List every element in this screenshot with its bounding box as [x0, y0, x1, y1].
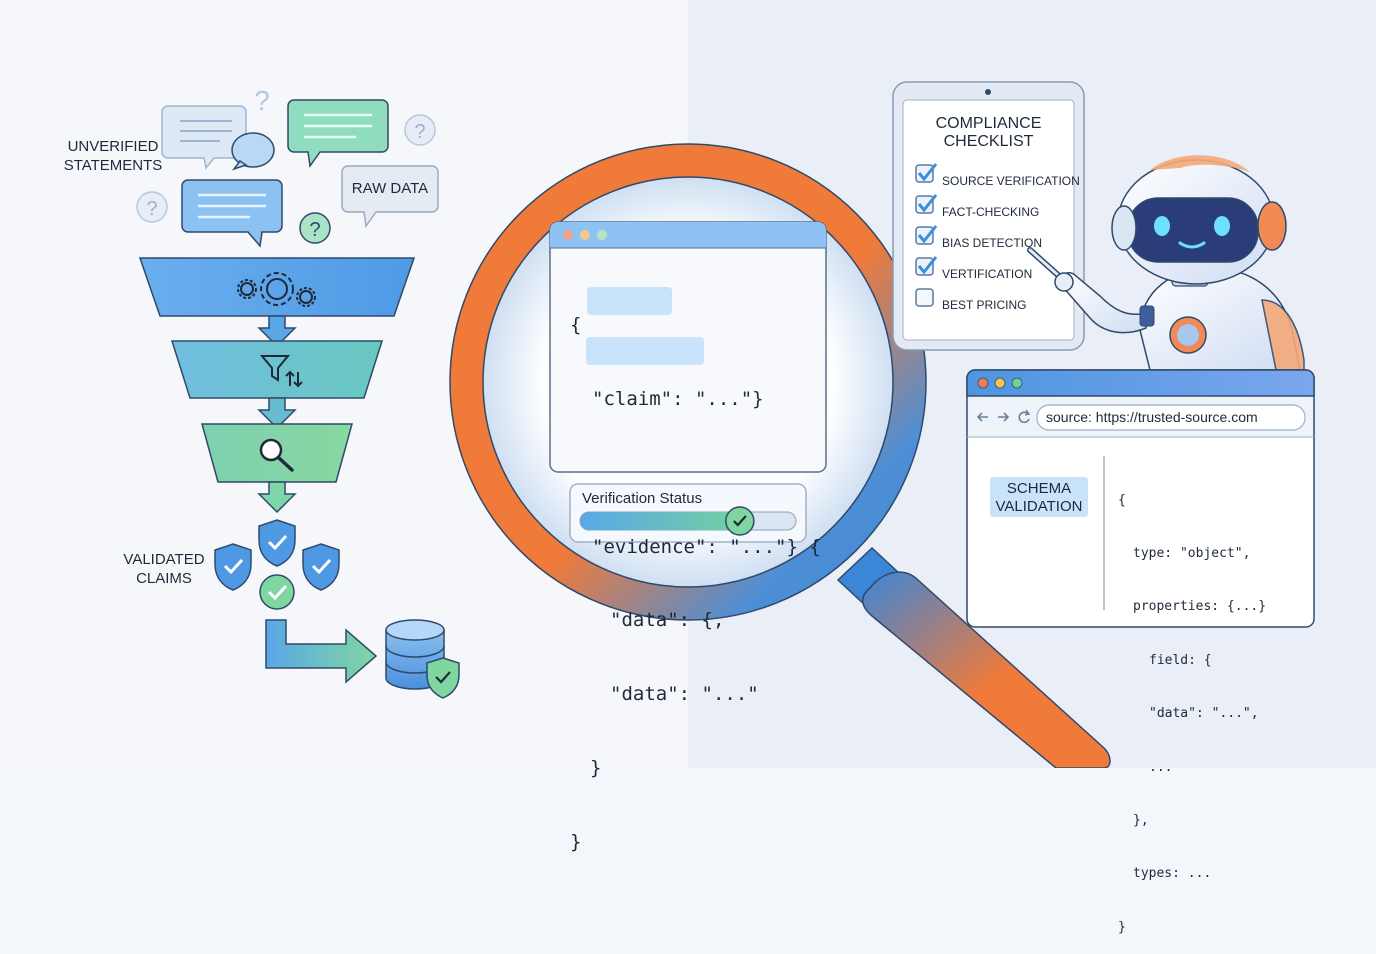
forward-arrow-icon[interactable]: [998, 412, 1010, 422]
question-icon-1: ?: [254, 85, 270, 116]
schema-line-3: properties: {...}: [1133, 599, 1267, 615]
reload-icon[interactable]: [1018, 409, 1031, 424]
funnel-arrow-3: [257, 481, 297, 514]
code-line-3: "evidence": "..."} {: [592, 535, 821, 558]
svg-text:?: ?: [146, 198, 157, 220]
checklist-item-label: BEST PRICING: [942, 298, 1027, 312]
status-check-knob: [725, 506, 755, 536]
schema-line-7: },: [1133, 812, 1149, 828]
search-icon: [259, 438, 294, 472]
diagram-canvas: ? ? ? ?: [136, 81, 1315, 768]
checklist-title-line1: COMPLIANCE: [935, 115, 1042, 132]
shield-check-icon-2: [214, 543, 252, 591]
filter-sort-icon: [259, 355, 303, 388]
schema-line-5: "data": "...",: [1149, 706, 1259, 722]
question-icon-2: ?: [404, 114, 436, 146]
schema-line-9: }: [1118, 919, 1126, 935]
gears-icon: [237, 272, 316, 307]
schema-label-line1: SCHEMA: [1006, 480, 1072, 497]
checklist-items: SOURCE VERIFICATION FACT-CHECKING BIAS D…: [942, 166, 1080, 321]
schema-line-8: types: ...: [1133, 866, 1212, 882]
validated-claims-label: VALIDATED CLAIMS: [116, 550, 212, 588]
speech-bubble-3: [181, 179, 283, 248]
schema-code-block: { type: "object", properties: {...} fiel…: [1118, 456, 1266, 954]
status-progress-fill: [580, 512, 740, 530]
unverified-statements-label: UNVERIFIED STATEMENTS: [56, 137, 170, 175]
raw-data-bubble: [341, 165, 439, 228]
robot-illustration: [1027, 155, 1305, 371]
checklist-title-line2: CHECKLIST: [943, 133, 1034, 150]
url-bar[interactable]: [1036, 404, 1306, 431]
back-arrow-icon[interactable]: [976, 412, 988, 422]
code-line-1: {: [570, 314, 582, 337]
elbow-arrow: [265, 619, 378, 684]
speech-bubble-2: [287, 99, 389, 168]
schema-line-1: {: [1118, 492, 1126, 508]
shield-check-icon-1: [258, 519, 296, 567]
speech-bubble-1: [161, 105, 247, 170]
magnifier-handle: [836, 546, 1111, 768]
checklist-item-label: BIAS DETECTION: [942, 236, 1043, 250]
checklist-tablet: [892, 81, 1085, 351]
checkbox-2[interactable]: [915, 194, 938, 214]
unverified-label-line1: UNVERIFIED: [67, 138, 159, 155]
checklist-item-label: VERTIFICATION: [942, 267, 1033, 281]
checkbox-1[interactable]: [915, 163, 938, 183]
code-line-4: "data": {,: [610, 609, 725, 632]
schema-line-6: ...: [1149, 759, 1173, 775]
schema-validation-label: SCHEMA VALIDATION: [990, 480, 1088, 516]
unverified-label-line2: STATEMENTS: [63, 157, 163, 174]
checklist-item-label: SOURCE VERIFICATION: [942, 174, 1080, 188]
checklist-title: COMPLIANCE CHECKLIST: [905, 115, 1072, 151]
check-circle-icon: [259, 574, 295, 610]
checkbox-4[interactable]: [915, 256, 938, 276]
code-line-2: "claim": "..."}: [592, 387, 764, 410]
shield-check-icon-3: [302, 543, 340, 591]
code-line-7: }: [570, 830, 582, 853]
question-icon-3: ?: [136, 191, 168, 223]
validated-label-line1: VALIDATED: [123, 551, 205, 568]
verification-status-label: Verification Status: [582, 490, 703, 507]
checkbox-5[interactable]: [915, 288, 934, 307]
checklist-item-label: FACT-CHECKING: [942, 205, 1040, 219]
funnel-stage-1: [138, 257, 416, 317]
schema-line-4: field: {: [1149, 652, 1212, 668]
database-shield-icon: [426, 657, 460, 699]
code-line-6: }: [590, 756, 602, 779]
code-block: { "claim": "..."} "evidence": "..."} { "…: [570, 264, 821, 879]
svg-text:?: ?: [309, 219, 320, 241]
validated-label-line2: CLAIMS: [136, 570, 192, 587]
funnel-arrow-2: [257, 397, 297, 430]
funnel-arrow-1: [257, 315, 297, 348]
question-icon-4: ?: [299, 212, 331, 244]
speech-bubble-small: [231, 132, 275, 171]
svg-text:?: ?: [414, 121, 425, 143]
url-text: source: https://trusted-source.com: [1046, 409, 1258, 425]
checkbox-3[interactable]: [915, 225, 938, 245]
code-line-5: "data": "...": [610, 683, 759, 706]
schema-label-line2: VALIDATION: [995, 498, 1083, 515]
browser-window: [966, 369, 1315, 628]
raw-data-label: RAW DATA: [351, 180, 429, 197]
schema-line-2: type: "object",: [1133, 545, 1251, 561]
svg-text:?: ?: [254, 85, 270, 116]
code-window: [549, 221, 827, 473]
